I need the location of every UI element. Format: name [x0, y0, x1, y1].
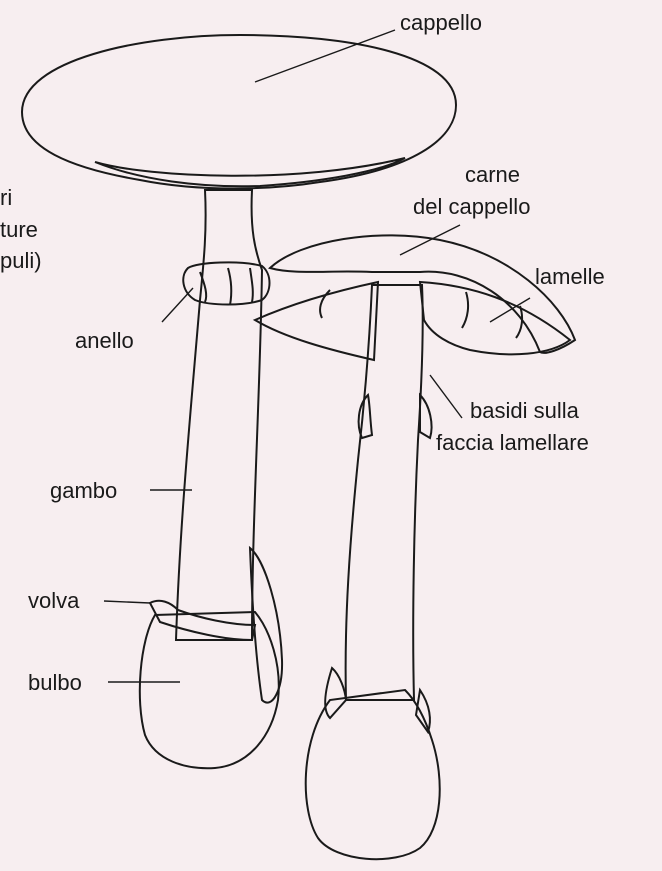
- section-ring-left: [359, 395, 372, 438]
- leader-cap-flesh: [400, 225, 460, 255]
- label-basidia-line2: faccia lamellare: [436, 430, 589, 455]
- section-gills-left: [255, 282, 378, 360]
- leader-ring: [162, 288, 193, 322]
- ring-shape: [183, 262, 269, 304]
- label-cap-flesh-line1: carne: [465, 162, 520, 187]
- cross-section-mushroom: [255, 235, 575, 859]
- cap-shape: [22, 35, 456, 189]
- label-ring: anello: [75, 328, 134, 353]
- labels: cappello carne del cappello lamelle basi…: [0, 10, 605, 695]
- whole-mushroom: [22, 35, 456, 768]
- leader-cap: [255, 30, 395, 82]
- label-cap-flesh-line2: del cappello: [413, 194, 530, 219]
- label-cut-left-2: ture: [0, 217, 38, 242]
- section-ring-right: [420, 395, 432, 438]
- section-bulb: [306, 690, 440, 859]
- label-gills: lamelle: [535, 264, 605, 289]
- label-stem: gambo: [50, 478, 117, 503]
- volva-rim: [150, 601, 255, 640]
- cap-gill-band: [95, 158, 405, 186]
- label-basidia-line1: basidi sulla: [470, 398, 580, 423]
- label-bulb: bulbo: [28, 670, 82, 695]
- section-volva-left: [325, 668, 346, 718]
- label-cut-left-1: ri: [0, 185, 12, 210]
- label-cap: cappello: [400, 10, 482, 35]
- leader-lines: [104, 30, 530, 682]
- label-cut-left-3: puli): [0, 248, 42, 273]
- label-volva: volva: [28, 588, 80, 613]
- leader-basidia: [430, 375, 462, 418]
- ring-folds: [200, 268, 253, 305]
- stem-shape: [176, 190, 262, 640]
- leader-volva: [104, 601, 150, 603]
- section-stem: [346, 285, 423, 700]
